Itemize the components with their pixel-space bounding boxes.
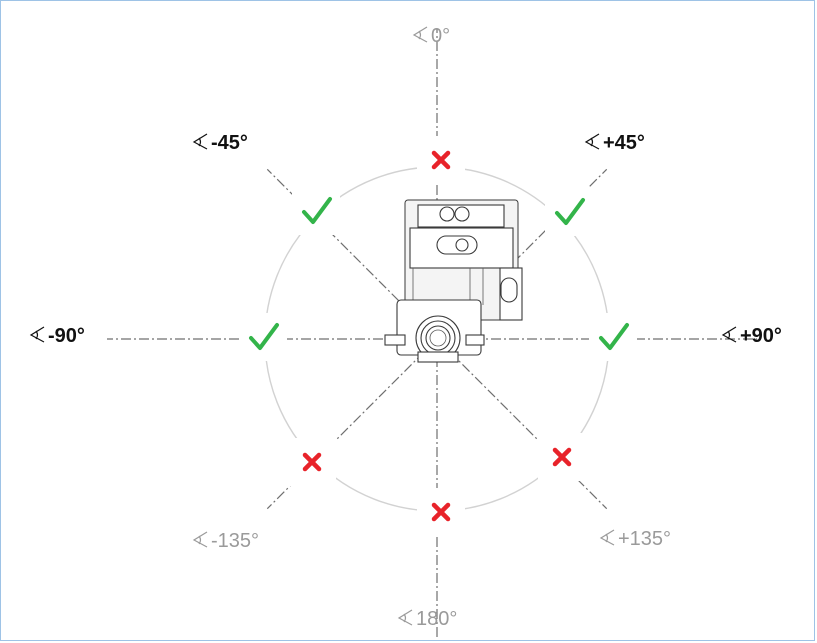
orientation-label-plus135deg: +135° xyxy=(599,528,671,550)
orientation-label-text: 180° xyxy=(416,608,457,630)
axis-line-plus135deg xyxy=(436,338,608,510)
check-icon-plus90deg xyxy=(589,313,637,361)
orientation-label-text: +90° xyxy=(740,325,782,347)
angle-icon xyxy=(192,531,208,548)
check-icon-minus45deg xyxy=(292,187,340,235)
angle-icon xyxy=(192,133,208,150)
orientation-label-text: +45° xyxy=(603,132,645,154)
cross-icon-0deg xyxy=(417,136,465,184)
orientation-label-text: -45° xyxy=(211,132,248,154)
orientation-label-minus135deg: -135° xyxy=(192,530,259,552)
angle-icon xyxy=(721,326,737,343)
valve-body-icon xyxy=(384,199,523,363)
orientation-label-plus90deg: +90° xyxy=(721,325,782,347)
cross-icon-180deg xyxy=(417,488,465,536)
orientation-label-minus90deg: -90° xyxy=(29,325,85,347)
orientation-label-minus45deg: -45° xyxy=(192,132,248,154)
orientation-label-text: +135° xyxy=(618,528,671,550)
orientation-label-text: 0° xyxy=(431,25,450,47)
orientation-labels: 0° +45° +90° +135° 180° -135° -90° -45° xyxy=(29,25,782,630)
angle-icon xyxy=(397,609,413,626)
check-icon-plus45deg xyxy=(545,188,593,236)
angle-icon xyxy=(599,529,615,546)
angle-icon xyxy=(584,133,600,150)
cross-icon-minus135deg xyxy=(288,438,336,486)
cross-icon-plus135deg xyxy=(538,433,586,481)
angle-icon xyxy=(412,26,428,43)
angle-icon xyxy=(29,326,45,343)
orientation-label-text: -135° xyxy=(211,530,259,552)
orientation-label-0deg: 0° xyxy=(412,25,450,47)
orientation-markers xyxy=(239,136,637,536)
orientation-label-text: -90° xyxy=(48,325,85,347)
orientation-label-plus45deg: +45° xyxy=(584,132,645,154)
orientation-label-180deg: 180° xyxy=(397,608,457,630)
check-icon-minus90deg xyxy=(239,313,287,361)
